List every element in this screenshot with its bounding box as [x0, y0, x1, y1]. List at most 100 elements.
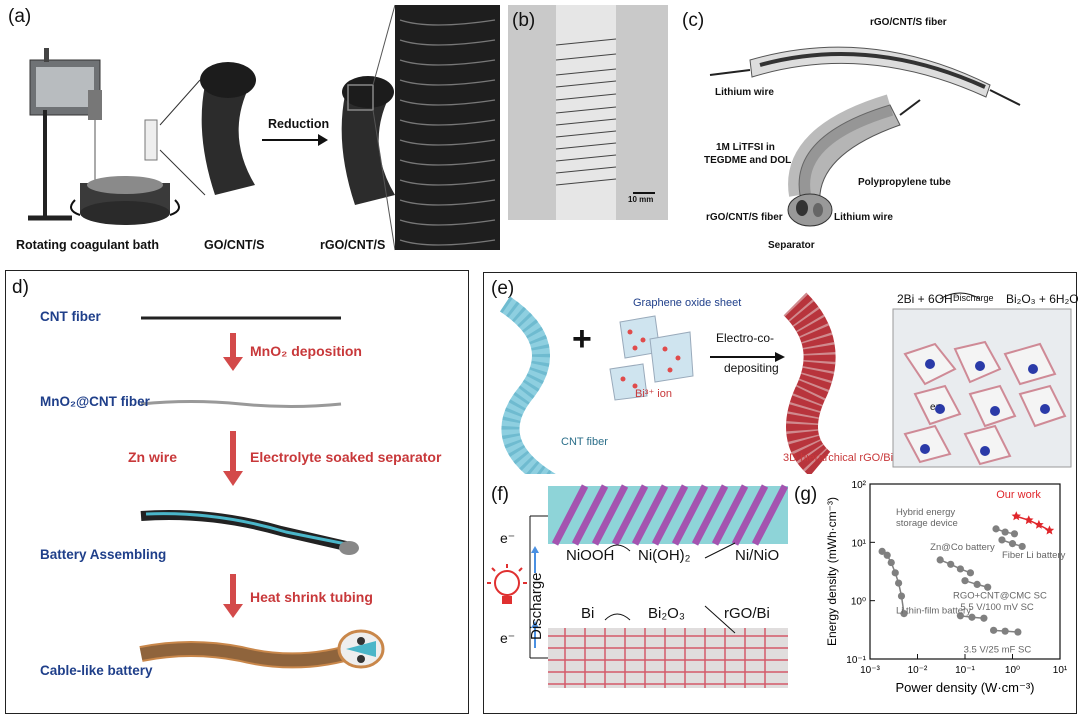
label-lithium-top: Lithium wire — [715, 87, 774, 98]
series-line-our-work — [1016, 515, 1050, 532]
point-5-5-v-100-mv-sc — [956, 612, 964, 620]
x-tick-label: 10⁻³ — [860, 665, 880, 676]
series-label-3-5-v-25-mf-sc: 3.5 V/25 mF SC — [964, 644, 1032, 655]
point-hybrid-energy-storage-device — [1001, 528, 1009, 536]
panel-e-label: (e) — [491, 278, 515, 299]
series-label-hybrid-energy-storage-device: storage device — [896, 518, 958, 529]
label-fiber-bottom: rGO/CNT/S fiber — [706, 212, 783, 223]
f-niooh: NiOOH — [566, 547, 615, 564]
f-rgo-bi: rGO/Bi — [724, 605, 770, 622]
point-li-thin-film-battery — [883, 551, 891, 559]
point-3-5-v-25-mf-sc — [1001, 627, 1009, 635]
point-li-thin-film-battery — [891, 569, 899, 577]
series-label-our-work: Our work — [996, 489, 1041, 501]
label-go-sheet: Graphene oxide sheet — [633, 297, 742, 309]
label-electrolyte-1: 1M LiTFSI in — [716, 142, 775, 153]
point-zn-co-battery — [947, 560, 955, 568]
point-our-work — [1034, 519, 1044, 529]
point-fiber-li-battery — [1008, 540, 1017, 548]
process-mno2: MnO₂ deposition — [250, 343, 362, 359]
point-fiber-li-battery — [1018, 542, 1026, 551]
caption-go-cnt-s: GO/CNT/S — [204, 238, 265, 252]
panel-efg — [483, 272, 1077, 714]
series-label-hybrid-energy-storage-device: Hybrid energy — [896, 507, 955, 518]
process-zn-wire: Zn wire — [128, 449, 178, 465]
point-3-5-v-25-mf-sc — [989, 626, 998, 634]
y-tick-label: 10² — [852, 480, 867, 491]
reaction-left: 2Bi + 6OH⁻ — [897, 292, 960, 306]
panel-b-photo — [508, 5, 668, 220]
label-separator: Separator — [768, 240, 815, 251]
panel-d-label: d) — [12, 277, 29, 298]
reduction-label: Reduction — [268, 117, 330, 131]
y-tick-label: 10⁻¹ — [846, 655, 866, 666]
point-rgo-cnt-cmc-sc — [973, 580, 981, 589]
point-5-5-v-100-mv-sc — [968, 613, 976, 621]
label-tube: Polypropylene tube — [858, 177, 951, 188]
label-fiber-top: rGO/CNT/S fiber — [870, 17, 947, 28]
point-li-thin-film-battery — [894, 579, 903, 587]
point-5-5-v-100-mv-sc — [980, 614, 988, 622]
panel-c-label: (c) — [682, 10, 705, 31]
panel-e-illustration — [499, 292, 1072, 474]
point-rgo-cnt-cmc-sc — [984, 583, 992, 591]
point-zn-co-battery — [956, 565, 964, 573]
label-lithium-bottom: Lithium wire — [834, 212, 893, 223]
f-bi: Bi — [581, 605, 595, 622]
label-bi-ion: Bi³⁺ ion — [635, 388, 672, 400]
point-hybrid-energy-storage-device — [1010, 530, 1019, 538]
reaction-right: Bi₂O₃ + 6H₂O — [1006, 292, 1079, 306]
label-process-1: Electro-co- — [716, 331, 775, 345]
series-label-fiber-li-battery: Fiber Li battery — [1002, 550, 1066, 561]
point-zn-co-battery — [966, 569, 975, 577]
caption-rgo-cnt-s: rGO/CNT/S — [320, 238, 386, 252]
plus-sign: + — [572, 320, 592, 358]
series-label-zn-co-battery: Zn@Co battery — [930, 542, 995, 553]
label-process-2: depositing — [724, 361, 779, 375]
panel-f-label: (f) — [491, 484, 509, 505]
y-tick-label: 10⁰ — [851, 597, 866, 608]
electron-label: e⁻ — [930, 402, 941, 413]
f-discharge: Discharge — [528, 572, 545, 640]
point-fiber-li-battery — [998, 536, 1006, 544]
point-hybrid-energy-storage-device — [992, 525, 1000, 533]
step-cnt-fiber: CNT fiber — [40, 309, 101, 324]
caption-rotating-bath: Rotating coagulant bath — [16, 238, 160, 252]
step-assembling: Battery Assembling — [40, 547, 167, 562]
step-cable-battery: Cable-like battery — [40, 663, 153, 678]
reaction-discharge: Discharge — [953, 293, 994, 303]
point-our-work — [1011, 511, 1021, 521]
label-electrolyte-2: TEGDME and DOL — [704, 155, 792, 166]
panel-d: d) CNT fiber MnO₂ deposition MnO₂@CNT fi… — [5, 270, 469, 714]
x-tick-label: 10⁰ — [1005, 665, 1020, 676]
y-axis-label: Energy density (mWh·cm⁻³) — [825, 497, 839, 646]
x-tick-label: 10⁻² — [908, 665, 928, 676]
series-label-li-thin-film-battery: Li thin-film battery — [896, 606, 971, 617]
process-heat-shrink: Heat shrink tubing — [250, 589, 373, 605]
point-rgo-cnt-cmc-sc — [961, 577, 969, 585]
f-electron-top: e⁻ — [500, 530, 516, 546]
step-mno2-fiber: MnO₂@CNT fiber — [40, 394, 150, 409]
label-cnt-fiber: CNT fiber — [561, 436, 608, 448]
point-our-work — [1044, 525, 1055, 535]
process-electrolyte: Electrolyte soaked separator — [250, 449, 442, 465]
panel-c-illustration — [709, 46, 1021, 227]
point-our-work — [1024, 515, 1034, 525]
x-axis-label: Power density (W·cm⁻³) — [895, 680, 1034, 695]
f-ni-nio: Ni/NiO — [735, 547, 780, 564]
panel-d-illustration — [139, 316, 385, 669]
label-product: 3D hierarchical rGO/Bi — [783, 452, 894, 464]
point-zn-co-battery — [936, 556, 944, 564]
series-label-rgo-cnt-cmc-sc: RGO+CNT@CMC SC — [953, 591, 1047, 602]
point-li-thin-film-battery — [887, 558, 895, 567]
scale-bar-label: 10 mm — [628, 195, 654, 204]
point-li-thin-film-battery — [900, 610, 908, 618]
panel-g-label: (g) — [794, 484, 818, 505]
point-li-thin-film-battery — [878, 547, 886, 555]
panel-a-illustration — [28, 4, 500, 251]
f-electron-bottom: e⁻ — [500, 630, 516, 646]
panel-a-label: (a) — [8, 6, 32, 27]
x-tick-label: 10¹ — [1053, 665, 1068, 676]
panel-f-illustration — [487, 484, 789, 688]
